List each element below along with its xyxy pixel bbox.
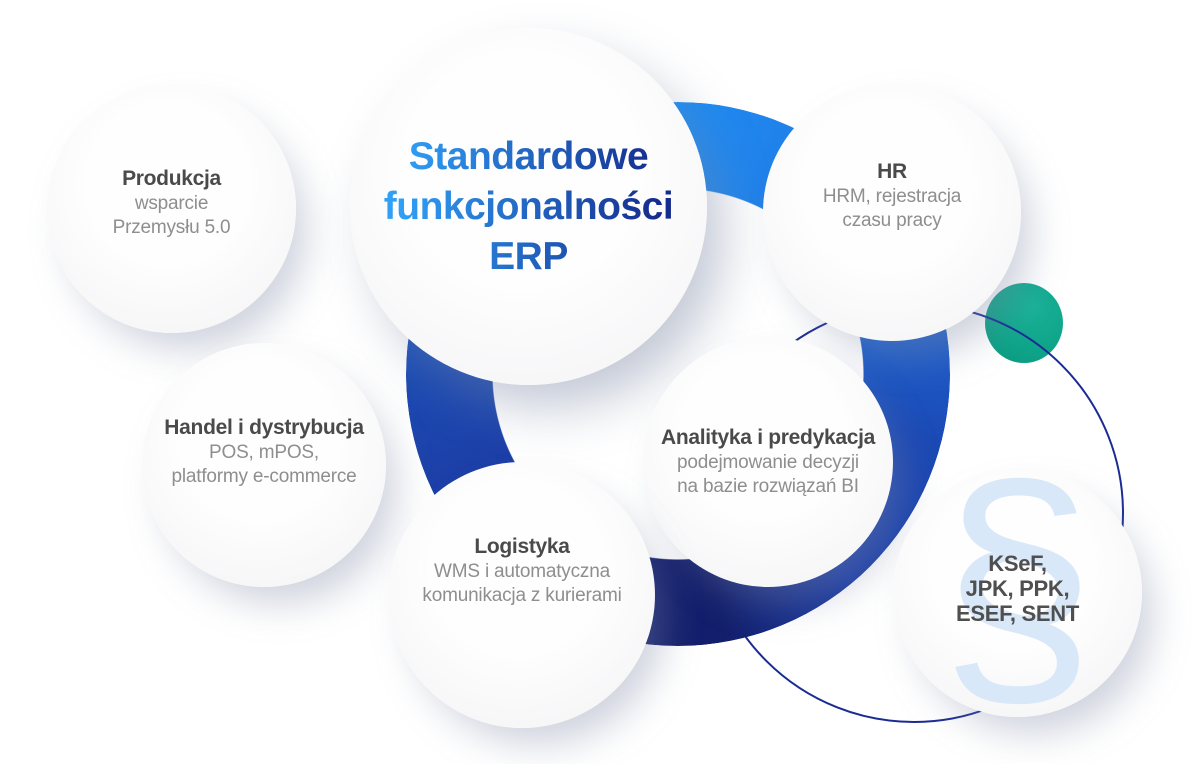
bubble-subline: podejmowanie decyzji xyxy=(677,452,859,473)
bubble-subline: wsparcie xyxy=(134,192,209,214)
bubble-produkcja: Produkcja wsparcie Przemysłu 5.0 xyxy=(47,84,296,333)
bubble-heading: Analityka i predykacja xyxy=(660,426,875,449)
bubble-heading: JPK, PPK, xyxy=(965,576,1070,601)
bubble-hr: HR HRM, rejestracja czasu pracy xyxy=(763,83,1021,341)
bubble-heading: HR xyxy=(877,160,907,183)
bubble-subline: platformy e-commerce xyxy=(171,466,357,487)
diagram-title: Standardowe funkcjonalności ERP xyxy=(384,132,673,282)
title-line: ERP xyxy=(489,234,568,278)
bubble-heading: Produkcja xyxy=(122,166,221,190)
bubble-hr-text: HR HRM, rejestracja czasu pracy xyxy=(823,159,961,233)
bubble-analityka-text: Analityka i predykacja podejmowanie decy… xyxy=(661,425,875,499)
title-line: funkcjonalności xyxy=(383,184,674,228)
bubble-subline: WMS i automatyczna xyxy=(434,561,610,582)
bubble-subline: komunikacja z kurierami xyxy=(422,585,622,606)
bubble-heading: Logistyka xyxy=(474,535,570,558)
bubble-logistyka: Logistyka WMS i automatyczna komunikacja… xyxy=(389,462,655,728)
bubble-ksef: § KSeF, JPK, PPK, ESEF, SENT xyxy=(893,468,1142,717)
bubble-subline: POS, mPOS, xyxy=(209,442,319,463)
bubble-heading: Handel i dystrybucja xyxy=(164,416,364,439)
bubble-analityka: Analityka i predykacja podejmowanie decy… xyxy=(643,337,893,587)
bubble-logistyka-text: Logistyka WMS i automatyczna komunikacja… xyxy=(422,534,621,608)
bubble-subline: na bazie rozwiązań BI xyxy=(677,476,859,497)
bubble-heading: ESEF, SENT xyxy=(956,601,1079,626)
bubble-handel-text: Handel i dystrybucja POS, mPOS, platform… xyxy=(164,415,364,489)
bubble-subline: HRM, rejestracja xyxy=(822,186,962,207)
bubble-produkcja-text: Produkcja wsparcie Przemysłu 5.0 xyxy=(113,166,231,240)
bubble-handel: Handel i dystrybucja POS, mPOS, platform… xyxy=(142,343,386,587)
bubble-subline: czasu pracy xyxy=(842,210,942,231)
bubble-subline: Przemysłu 5.0 xyxy=(112,216,231,238)
bubble-heading: KSeF, xyxy=(988,551,1047,576)
paragraph-sign-icon: § xyxy=(939,468,1096,717)
title-line: Standardowe xyxy=(408,134,649,178)
bubble-erp-title: Standardowe funkcjonalności ERP xyxy=(350,28,707,385)
bubble-ksef-text: KSeF, JPK, PPK, ESEF, SENT xyxy=(956,551,1079,626)
